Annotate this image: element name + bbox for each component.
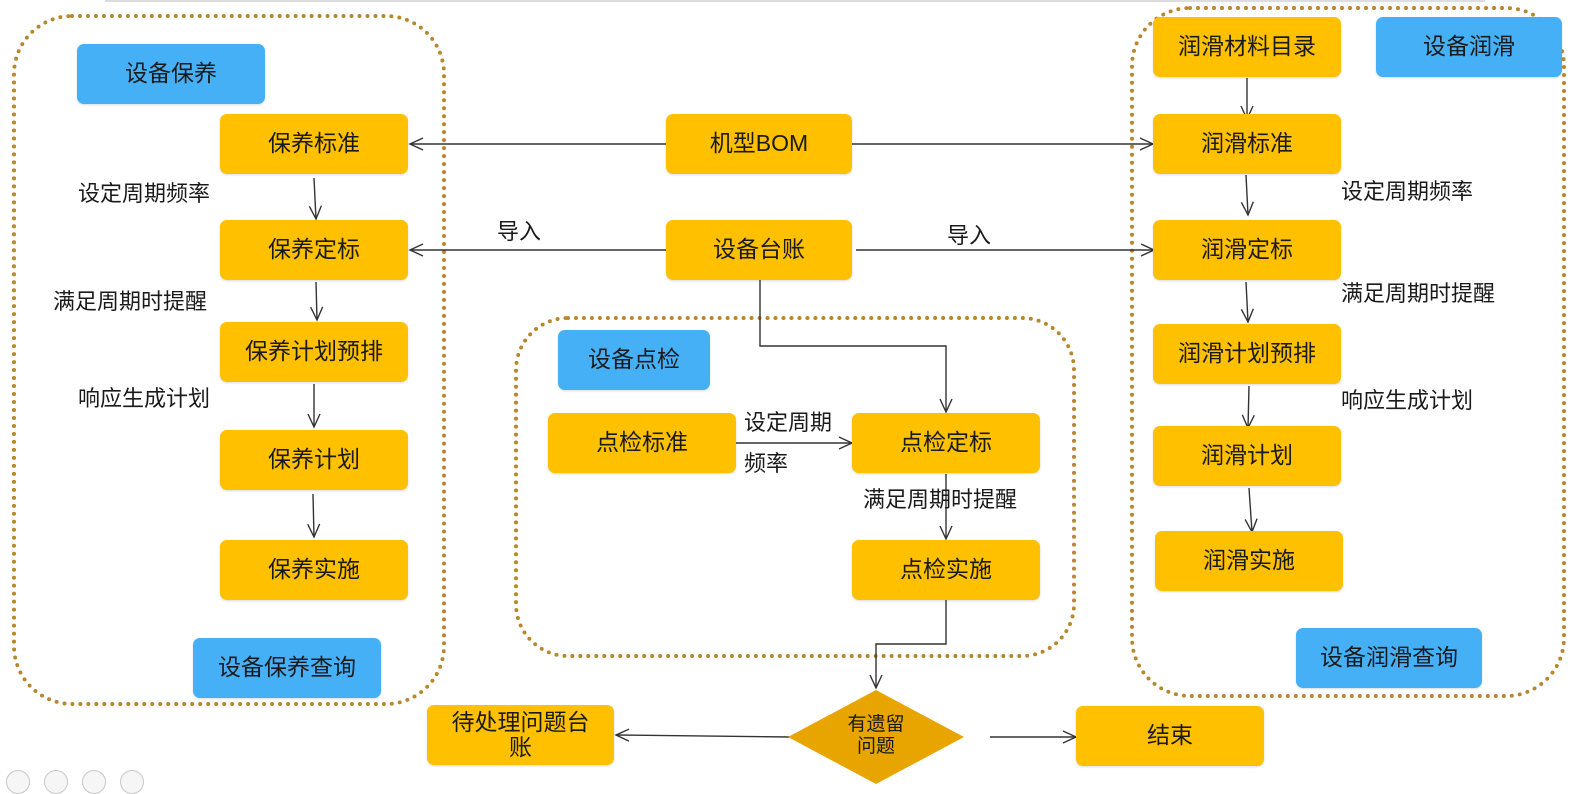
inspection-group-title: 设备点检 bbox=[558, 330, 710, 390]
maintenance-group bbox=[12, 14, 446, 706]
more-icon[interactable] bbox=[120, 770, 144, 794]
maintenance-plan-node[interactable]: 保养计划 bbox=[220, 430, 408, 490]
maintenance-edge-label-remind: 满足周期时提醒 bbox=[53, 289, 208, 314]
lubrication-group bbox=[1130, 6, 1566, 698]
end-node[interactable]: 结束 bbox=[1076, 706, 1264, 766]
inspection-edge-label-frequency: 频率 bbox=[744, 451, 789, 476]
inspection-execution-node[interactable]: 点检实施 bbox=[852, 540, 1040, 600]
inspection-calibration-node[interactable]: 点检定标 bbox=[852, 413, 1040, 473]
top-border-line bbox=[105, 0, 1485, 2]
save-icon[interactable] bbox=[44, 770, 68, 794]
decision-label-line2: 问题 bbox=[856, 735, 895, 757]
lubrication-group-title: 设备润滑 bbox=[1376, 17, 1562, 77]
decision-label[interactable]: 有遗留 问题 bbox=[826, 714, 926, 758]
maintenance-preplan-node[interactable]: 保养计划预排 bbox=[220, 322, 408, 382]
lubrication-execution-node[interactable]: 润滑实施 bbox=[1155, 531, 1343, 591]
edge-decision-to-pending bbox=[614, 728, 791, 742]
decision-label-line1: 有遗留 bbox=[847, 714, 905, 735]
maintenance-calibration-node[interactable]: 保养定标 bbox=[220, 220, 408, 280]
import-label-left: 导入 bbox=[497, 219, 542, 244]
lubrication-edge-label-remind: 满足周期时提醒 bbox=[1341, 281, 1496, 306]
lubrication-preplan-node[interactable]: 润滑计划预排 bbox=[1153, 324, 1341, 384]
model-bom-node[interactable]: 机型BOM bbox=[666, 114, 852, 174]
lubrication-edge-label-generate: 响应生成计划 bbox=[1341, 388, 1474, 413]
lubrication-query-node[interactable]: 设备润滑查询 bbox=[1296, 628, 1482, 688]
maintenance-standard-node[interactable]: 保养标准 bbox=[220, 114, 408, 174]
pending-issues-line2: 账 bbox=[509, 734, 532, 760]
lubrication-plan-node[interactable]: 润滑计划 bbox=[1153, 426, 1341, 486]
equipment-ledger-node[interactable]: 设备台账 bbox=[666, 220, 852, 280]
lubrication-catalog-node[interactable]: 润滑材料目录 bbox=[1153, 17, 1341, 77]
lubrication-edge-label-cycle: 设定周期频率 bbox=[1341, 179, 1474, 204]
pencil-icon[interactable] bbox=[6, 770, 30, 794]
lubrication-standard-node[interactable]: 润滑标准 bbox=[1153, 114, 1341, 174]
pending-issues-ledger-node[interactable]: 待处理问题台 账 bbox=[427, 705, 614, 765]
maintenance-edge-label-cycle: 设定周期频率 bbox=[78, 181, 211, 206]
zoom-icon[interactable] bbox=[82, 770, 106, 794]
lubrication-calibration-node[interactable]: 润滑定标 bbox=[1153, 220, 1341, 280]
maintenance-edge-label-generate: 响应生成计划 bbox=[78, 386, 211, 411]
inspection-edge-label-remind: 满足周期时提醒 bbox=[863, 487, 1018, 512]
inspection-edge-label-cycle: 设定周期 bbox=[744, 410, 833, 435]
maintenance-group-title: 设备保养 bbox=[77, 44, 265, 104]
import-label-right: 导入 bbox=[947, 223, 992, 248]
maintenance-execution-node[interactable]: 保养实施 bbox=[220, 540, 408, 600]
maintenance-query-node[interactable]: 设备保养查询 bbox=[193, 638, 381, 698]
pending-issues-line1: 待处理问题台 bbox=[451, 708, 590, 735]
inspection-standard-node[interactable]: 点检标准 bbox=[548, 413, 736, 473]
